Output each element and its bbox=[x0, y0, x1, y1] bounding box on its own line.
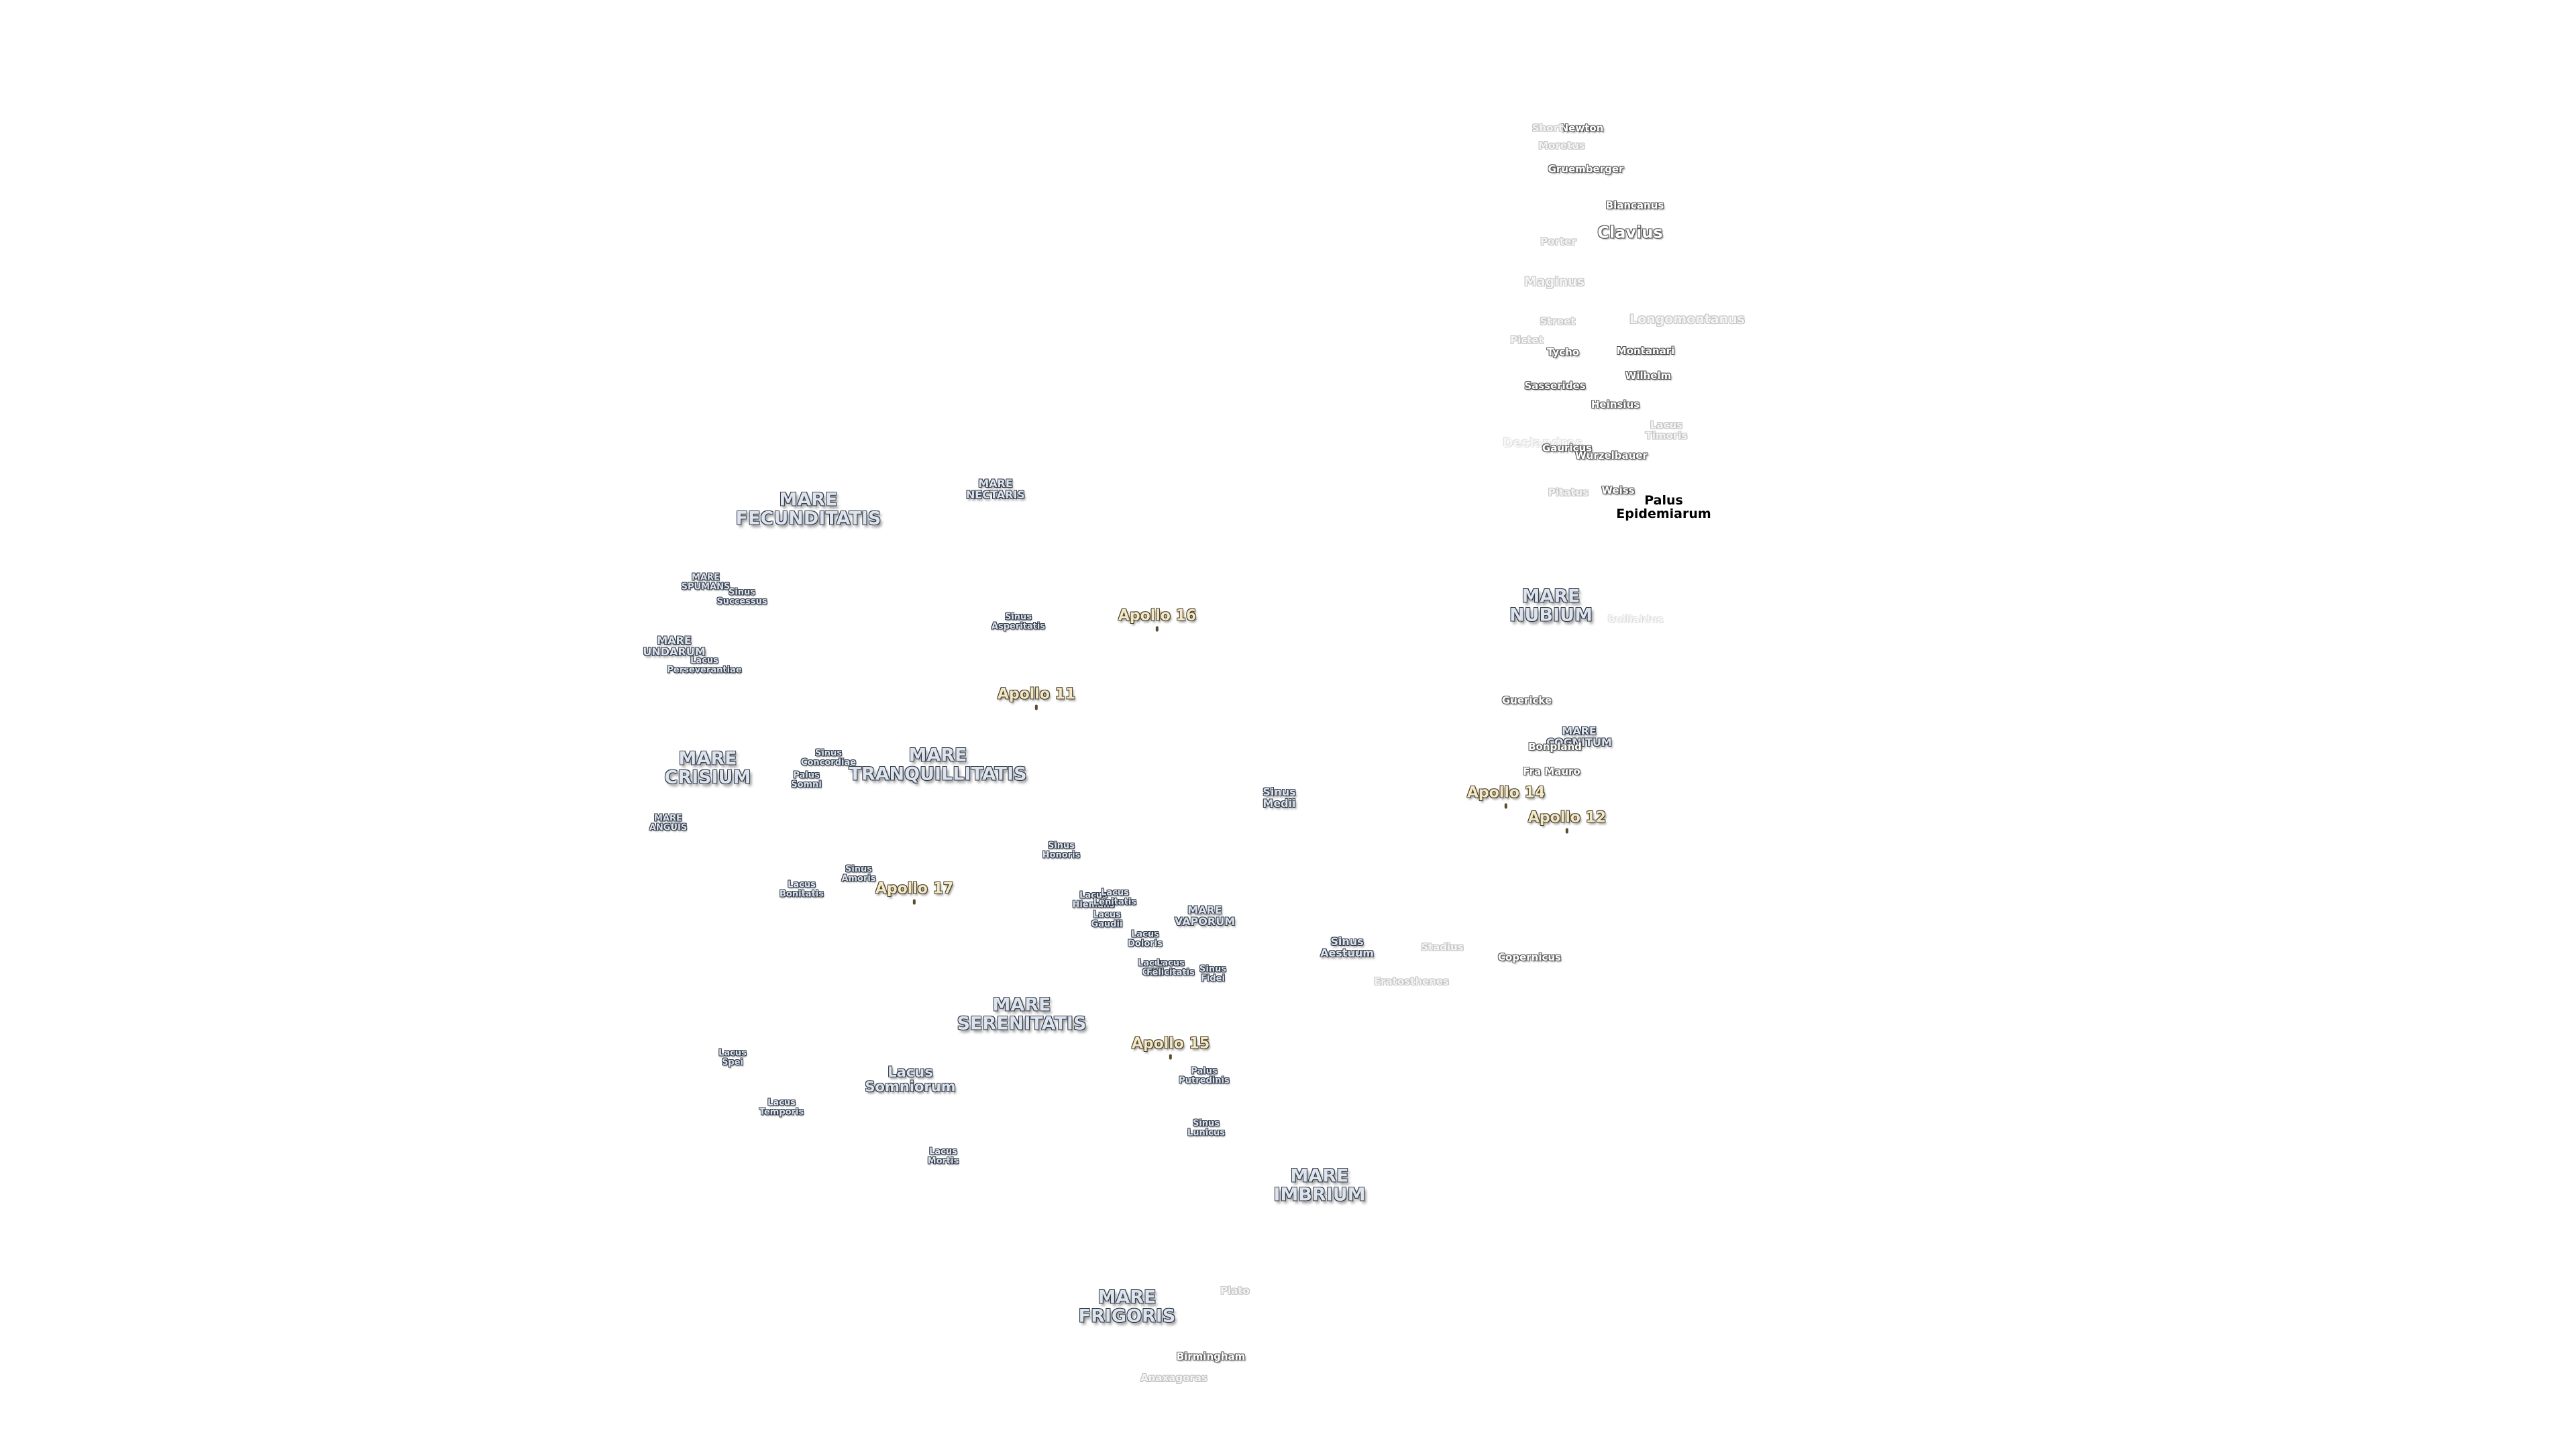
crater-pictet: Pictet bbox=[1510, 334, 1544, 347]
mare-tranquillitatis: MARE TRANQUILLITATIS bbox=[849, 745, 1027, 785]
mare-serenitatis: MARE SERENITATIS bbox=[957, 994, 1087, 1034]
sinus-fidei: Sinus Fidei bbox=[1199, 964, 1227, 983]
crater-deslandres: Deslandres bbox=[1503, 435, 1583, 451]
lacus-bonitatis: Lacus Bonitatis bbox=[780, 879, 824, 899]
crater-blancanus: Blancanus bbox=[1605, 199, 1664, 212]
mare-crisium: MARE CRISIUM bbox=[664, 748, 751, 788]
landing-site-marker-icon bbox=[1034, 704, 1038, 710]
crater-gruemberger: Gruemberger bbox=[1548, 163, 1624, 176]
palus-putredinis: Palus Putredinis bbox=[1179, 1066, 1230, 1085]
lacus-temporis: Lacus Temporis bbox=[759, 1097, 804, 1117]
landing-site-marker-icon bbox=[1504, 803, 1507, 809]
sinus-honoris: Sinus Honoris bbox=[1042, 841, 1081, 860]
lacus-mortis: Lacus Mortis bbox=[927, 1146, 959, 1166]
crater-bonpland: Bonpland bbox=[1528, 741, 1582, 753]
crater-fra-mauro: Fra Mauro bbox=[1523, 765, 1580, 778]
crater-birmingham: Birmingham bbox=[1176, 1350, 1246, 1363]
crater-street: Street bbox=[1540, 315, 1576, 328]
crater-maginus: Maginus bbox=[1523, 274, 1585, 290]
lacus-doloris: Lacus Doloris bbox=[1128, 929, 1163, 949]
lacus-timoris: Lacus Timoris bbox=[1645, 419, 1688, 441]
crater-stadius: Stadius bbox=[1421, 941, 1464, 954]
palus-epidemiarum: Palus Epidemiarum bbox=[1616, 493, 1711, 521]
mare-vaporum: MARE VAPORUM bbox=[1174, 904, 1236, 928]
crater-short: Short bbox=[1532, 122, 1564, 135]
apollo-15: Apollo 15 bbox=[1132, 1036, 1210, 1060]
apollo-14: Apollo 14 bbox=[1467, 785, 1545, 809]
crater-pitatus: Pitatus bbox=[1548, 486, 1589, 499]
landing-site-marker-icon bbox=[1155, 626, 1159, 632]
crater-porter: Porter bbox=[1540, 235, 1576, 248]
crater-gauricus: Gauricus bbox=[1542, 442, 1593, 455]
crater-anaxagoras: Anaxagoras bbox=[1140, 1372, 1208, 1385]
crater-wurzelbauer: Wurzelbauer bbox=[1575, 449, 1648, 462]
sinus-successus: Sinus Successus bbox=[716, 587, 767, 606]
landing-site-marker-icon bbox=[1565, 828, 1568, 834]
apollo-12: Apollo 12 bbox=[1528, 810, 1606, 834]
crater-eratosthenes: Eratosthenes bbox=[1374, 975, 1449, 988]
lacus-felicitatis: Lacus Felicitatis bbox=[1146, 958, 1195, 977]
lacus-perseverantiae: Lacus Perseverantiae bbox=[667, 655, 742, 675]
mare-imbrium: MARE IMBRIUM bbox=[1273, 1165, 1366, 1205]
lacus-odii: Lacus Odii bbox=[1138, 958, 1166, 977]
landing-site-marker-icon bbox=[1169, 1054, 1172, 1060]
sinus-amoris: Sinus Amoris bbox=[841, 864, 876, 883]
crater-weiss: Weiss bbox=[1601, 484, 1635, 497]
mare-anguis: MARE ANGUIS bbox=[649, 813, 688, 833]
mare-undarum: MARE UNDARUM bbox=[643, 634, 706, 658]
lacus-gaudii: Lacus Gaudii bbox=[1091, 910, 1123, 929]
apollo-16: Apollo 16 bbox=[1118, 608, 1196, 632]
crater-heinsius: Heinsius bbox=[1591, 398, 1640, 411]
crater-bullialdus: Bullialdus bbox=[1607, 613, 1664, 626]
mare-nubium: MARE NUBIUM bbox=[1509, 586, 1593, 626]
sinus-concordiae: Sinus Concordiae bbox=[800, 748, 857, 767]
mare-cognitum: MARE COGNITUM bbox=[1546, 724, 1612, 749]
crater-plato: Plato bbox=[1220, 1285, 1250, 1297]
lacus-somniorum: Lacus Somniorum bbox=[865, 1063, 956, 1095]
crater-wilhelm: Wilhelm bbox=[1625, 370, 1672, 382]
sinus-lunicus: Sinus Lunicus bbox=[1187, 1118, 1225, 1138]
crater-copernicus: Copernicus bbox=[1498, 951, 1561, 964]
lacus-spei: Lacus Spei bbox=[718, 1048, 747, 1067]
sinus-asperitatis: Sinus Asperitatis bbox=[991, 612, 1046, 631]
crater-longomontanus: Longomontanus bbox=[1629, 312, 1745, 327]
crater-tycho: Tycho bbox=[1546, 346, 1580, 359]
lacus-hiemalis: Lacus Hiemalis bbox=[1072, 890, 1115, 910]
mare-spumans: MARE SPUMANS bbox=[681, 572, 731, 592]
mare-nectaris: MARE NECTARIS bbox=[966, 477, 1025, 501]
crater-sasserides: Sasserides bbox=[1524, 380, 1586, 392]
crater-clavius: Clavius bbox=[1597, 223, 1663, 242]
landing-site-marker-icon bbox=[912, 899, 916, 905]
mare-frigoris: MARE FRIGORIS bbox=[1078, 1287, 1176, 1327]
apollo-17: Apollo 17 bbox=[875, 881, 953, 905]
lacus-lenitatis: Lacus Lenitatis bbox=[1093, 888, 1137, 907]
mare-fecunditatis: MARE FECUNDITATIS bbox=[735, 489, 881, 529]
sinus-medii: Sinus Medii bbox=[1263, 786, 1296, 810]
crater-newton: Newton bbox=[1560, 122, 1604, 135]
crater-guericke: Guericke bbox=[1501, 694, 1552, 707]
palus-somni: Palus Somni bbox=[791, 770, 822, 790]
crater-moretus: Moretus bbox=[1538, 140, 1585, 152]
crater-montanari: Montanari bbox=[1616, 345, 1675, 358]
apollo-11: Apollo 11 bbox=[998, 686, 1075, 710]
sinus-aestuum: Sinus Aestuum bbox=[1320, 935, 1374, 959]
